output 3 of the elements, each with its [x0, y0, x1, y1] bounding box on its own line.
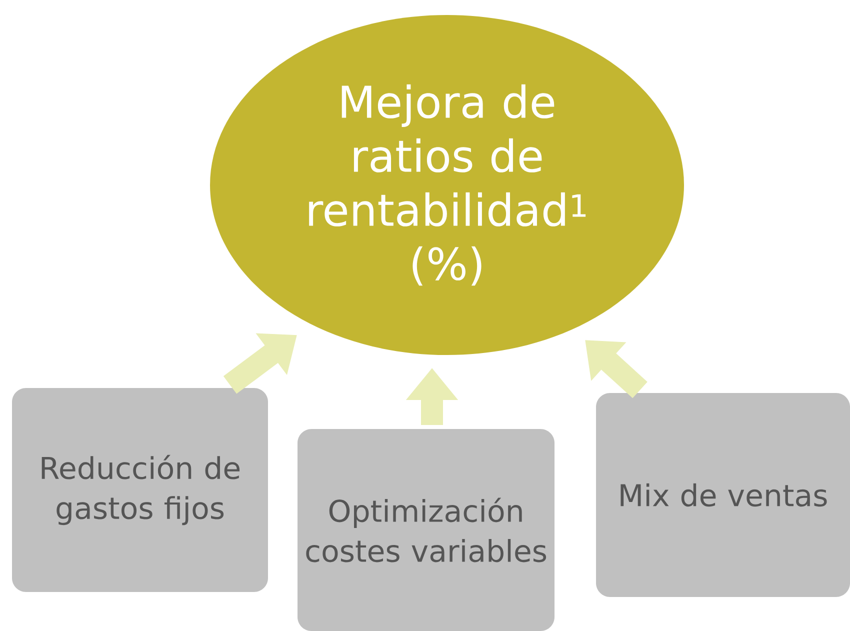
rounded-box: Reducción de gastos fijos	[12, 388, 268, 592]
rounded-box: Mix de ventas	[596, 393, 850, 597]
rounded-box: Optimización costes variables	[298, 429, 554, 631]
